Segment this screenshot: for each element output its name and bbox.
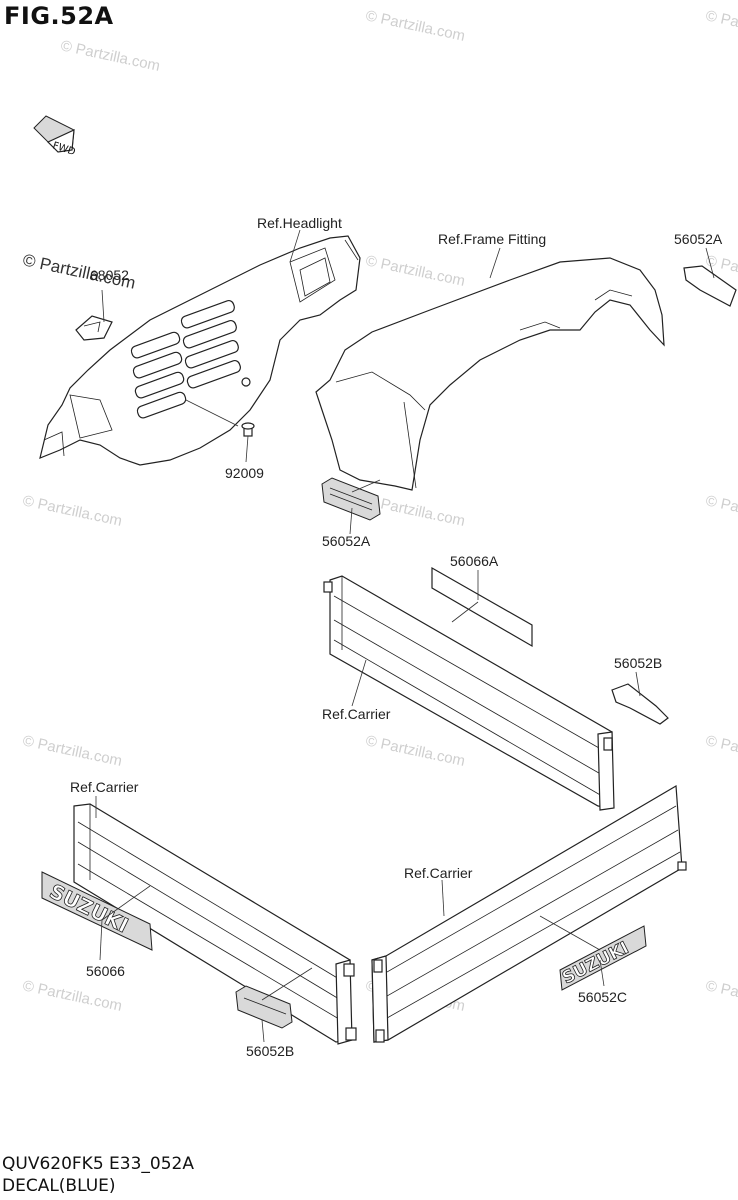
callout-56052a-top: 56052A bbox=[674, 231, 723, 247]
callout-ref-headlight: Ref.Headlight bbox=[257, 215, 342, 231]
callout-ref-carrier-right: Ref.Carrier bbox=[404, 865, 473, 881]
bolt-part-92009 bbox=[241, 422, 255, 437]
watermark: © Partzilla.com bbox=[704, 7, 738, 45]
callout-92009: 92009 bbox=[225, 465, 264, 481]
watermark: © Partzilla.com bbox=[21, 732, 123, 770]
leader-lines bbox=[95, 229, 715, 1043]
watermark: © Partzilla.com bbox=[704, 492, 738, 530]
carrier-rear-part bbox=[323, 575, 615, 811]
callout-56066: 56066 bbox=[86, 963, 125, 979]
footer-code: QUV620FK5 E33_052A bbox=[2, 1154, 194, 1174]
clip-part-68052 bbox=[75, 315, 113, 341]
watermark: © Partzilla.com bbox=[21, 492, 123, 530]
callout-56052b-bottom: 56052B bbox=[246, 1043, 294, 1059]
carrier-left-part bbox=[73, 803, 357, 1045]
watermark: © Partzilla.com bbox=[59, 37, 161, 75]
watermark: © Partzilla.com bbox=[704, 977, 738, 1015]
decal-56052b-bottom bbox=[235, 985, 293, 1029]
callout-56066a: 56066A bbox=[450, 553, 499, 569]
watermark: © Partzilla.com bbox=[21, 977, 123, 1015]
callout-ref-carrier-left: Ref.Carrier bbox=[70, 779, 139, 795]
decal-56052c-suzuki: SUZUKI bbox=[559, 925, 647, 991]
watermark: © Partzilla.com bbox=[364, 7, 466, 45]
watermark: © Partzilla.com bbox=[364, 252, 466, 290]
callout-56052a-mid: 56052A bbox=[322, 533, 371, 549]
figure-title: FIG.52A bbox=[4, 2, 114, 30]
frame-fitting-part bbox=[315, 257, 665, 491]
decal-56052c-text: SUZUKI bbox=[559, 938, 632, 988]
grille-slats bbox=[130, 299, 241, 419]
callout-56052c: 56052C bbox=[578, 989, 627, 1005]
decal-56052a-mid bbox=[321, 477, 381, 521]
callout-ref-frame-fitting: Ref.Frame Fitting bbox=[438, 231, 546, 247]
decal-56066a bbox=[431, 566, 533, 648]
callout-labels: Ref.Headlight Ref.Frame Fitting 56052A 6… bbox=[70, 215, 723, 1059]
footer-name: DECAL(BLUE) bbox=[2, 1176, 116, 1196]
watermark: © Partzilla.com bbox=[704, 732, 738, 770]
callout-56052b-right: 56052B bbox=[614, 655, 662, 671]
decal-56052a-top bbox=[683, 265, 737, 307]
fwd-arrow-icon: FWD bbox=[33, 115, 77, 158]
carrier-right-part bbox=[371, 784, 687, 1043]
decal-56052b-right bbox=[611, 683, 669, 725]
front-grille-part bbox=[39, 235, 361, 466]
callout-ref-carrier-mid: Ref.Carrier bbox=[322, 706, 391, 722]
watermark: © Partzilla.com bbox=[364, 732, 466, 770]
callout-68052: 68052 bbox=[90, 267, 129, 283]
